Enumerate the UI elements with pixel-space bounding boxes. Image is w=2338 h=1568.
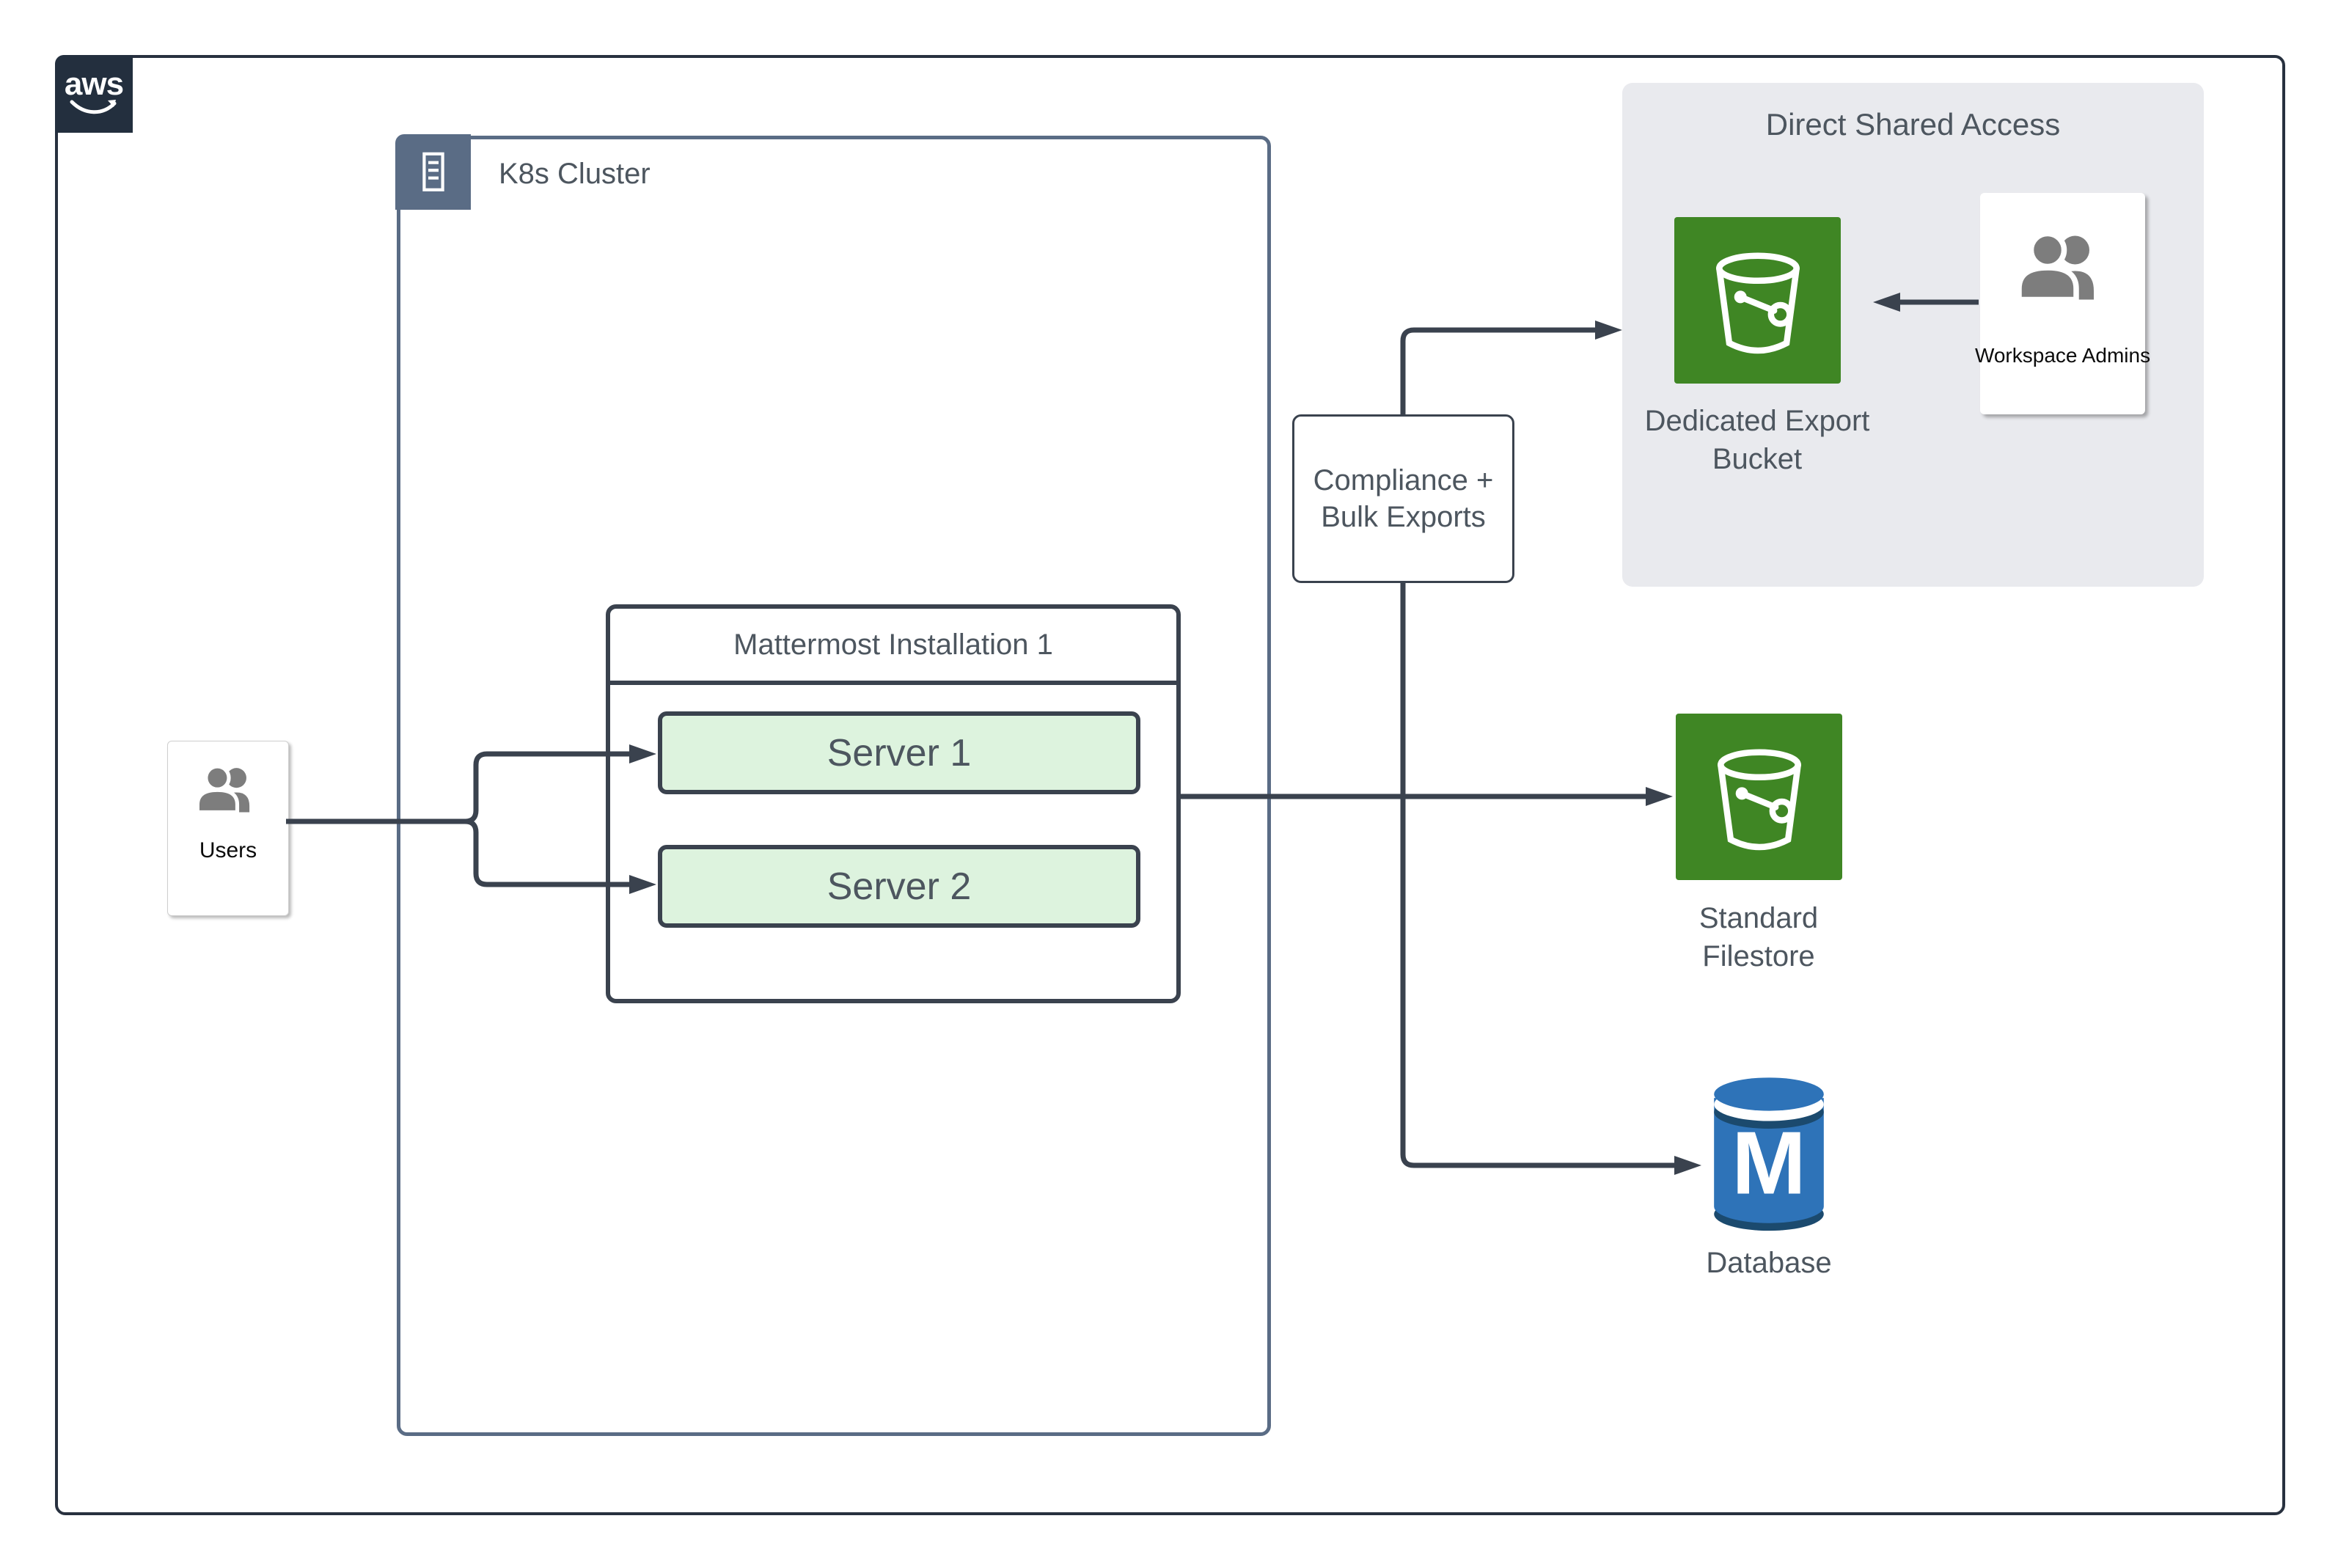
users-label: Users bbox=[199, 838, 257, 862]
database-node: M bbox=[1705, 1065, 1833, 1241]
s3-bucket-icon bbox=[1697, 735, 1822, 860]
database-engine-letter: M bbox=[1731, 1113, 1806, 1213]
server-2-label: Server 2 bbox=[827, 865, 972, 908]
dedicated-export-bucket-node bbox=[1674, 217, 1841, 384]
page-border bbox=[55, 55, 2285, 1515]
mattermost-title: Mattermost Installation 1 bbox=[733, 628, 1053, 661]
aws-smile-icon bbox=[70, 100, 117, 114]
dedicated-export-bucket-label: Dedicated Export Bucket bbox=[1644, 405, 1870, 475]
workspace-admins-node: Workspace Admins bbox=[1975, 193, 2150, 414]
mattermost-installation-box: Mattermost Installation 1 bbox=[606, 604, 1181, 1003]
direct-shared-access-title: Direct Shared Access bbox=[1765, 107, 2061, 142]
server-1-label: Server 1 bbox=[827, 731, 972, 774]
server-rack-icon bbox=[395, 134, 471, 210]
standard-filestore-label: Standard Filestore bbox=[1698, 902, 1819, 972]
aws-logo: aws bbox=[55, 55, 133, 133]
k8s-cluster-box bbox=[397, 136, 1271, 1436]
k8s-cluster-label: K8s Cluster bbox=[499, 158, 651, 190]
aws-logo-text: aws bbox=[64, 66, 124, 102]
server-1-node: Server 1 bbox=[658, 711, 1140, 794]
workspace-admins-icon bbox=[2008, 231, 2118, 309]
mattermost-title-row: Mattermost Installation 1 bbox=[610, 609, 1176, 685]
database-icon: M bbox=[1714, 1077, 1824, 1231]
server-2-node: Server 2 bbox=[658, 845, 1140, 928]
users-icon bbox=[188, 765, 268, 822]
users-node: Users bbox=[167, 741, 289, 916]
workspace-admins-label: Workspace Admins bbox=[1974, 344, 2151, 367]
standard-filestore-node bbox=[1676, 714, 1842, 880]
s3-bucket-icon bbox=[1696, 238, 1820, 363]
database-label: Database bbox=[1706, 1247, 1832, 1279]
compliance-bulk-exports-node: Compliance + Bulk Exports bbox=[1292, 414, 1514, 583]
